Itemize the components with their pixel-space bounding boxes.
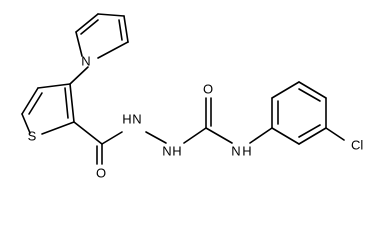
bond-urea-nh — [205, 127, 233, 144]
bond-thio-c2-c3b — [64, 87, 69, 119]
bond-pyrrole-4 — [123, 15, 129, 43]
bond-pyrrole-1 — [75, 31, 83, 57]
bond-ph-2 — [271, 81, 300, 99]
bond-nh-urea-c — [183, 127, 207, 144]
bond-pyrrole-5 — [97, 41, 129, 59]
atom-h-hydrazide-1: H — [122, 112, 131, 127]
bond-pyrrole-3 — [97, 13, 125, 17]
bond-c-cl — [325, 127, 345, 141]
bond-pyrrole-4b — [118, 19, 123, 41]
bond-thio-c4-c5b — [28, 92, 43, 115]
chemical-structure: N S O H N N H O N H Cl — [21, 13, 364, 181]
bond-thio-c5-s — [21, 113, 31, 134]
bond-n-n — [145, 131, 167, 144]
atom-o-urea: O — [203, 82, 213, 97]
atom-cl: Cl — [351, 138, 363, 153]
bond-pyrrole-2 — [75, 13, 99, 33]
bond-nh-phenyl — [249, 127, 273, 144]
bond-thio-s-c2 — [41, 121, 75, 135]
bond-ph-3 — [298, 81, 327, 99]
bond-ph-6 — [271, 127, 300, 145]
bond-thio-c2-c3 — [69, 83, 75, 123]
atom-n-hydrazide-1: N — [132, 112, 141, 127]
atom-n-anilide: N — [231, 144, 240, 159]
atom-h-hydrazide-2: H — [172, 144, 181, 159]
bond-thio-c4-c5 — [21, 87, 39, 115]
bond-pyrrole-2b — [80, 19, 99, 35]
atom-s-thiophene: S — [28, 129, 37, 144]
atom-n-pyrrole: N — [81, 54, 90, 69]
bond-thio-c3-c4 — [37, 83, 71, 89]
bond-ph-5b — [298, 124, 321, 138]
atom-o-carbonyl: O — [96, 166, 106, 181]
bond-c2-carbonyl — [73, 121, 103, 145]
atom-h-anilide: H — [242, 144, 251, 159]
bond-ph-5 — [298, 127, 327, 145]
bond-ph-3b — [298, 88, 321, 102]
bond-carbonyl-nh — [101, 131, 123, 145]
bond-n-thiophene — [69, 66, 89, 85]
bonds — [21, 13, 345, 165]
atom-labels: N S O H N N H O N H Cl — [28, 54, 364, 181]
atom-n-hydrazide-2: N — [162, 144, 171, 159]
